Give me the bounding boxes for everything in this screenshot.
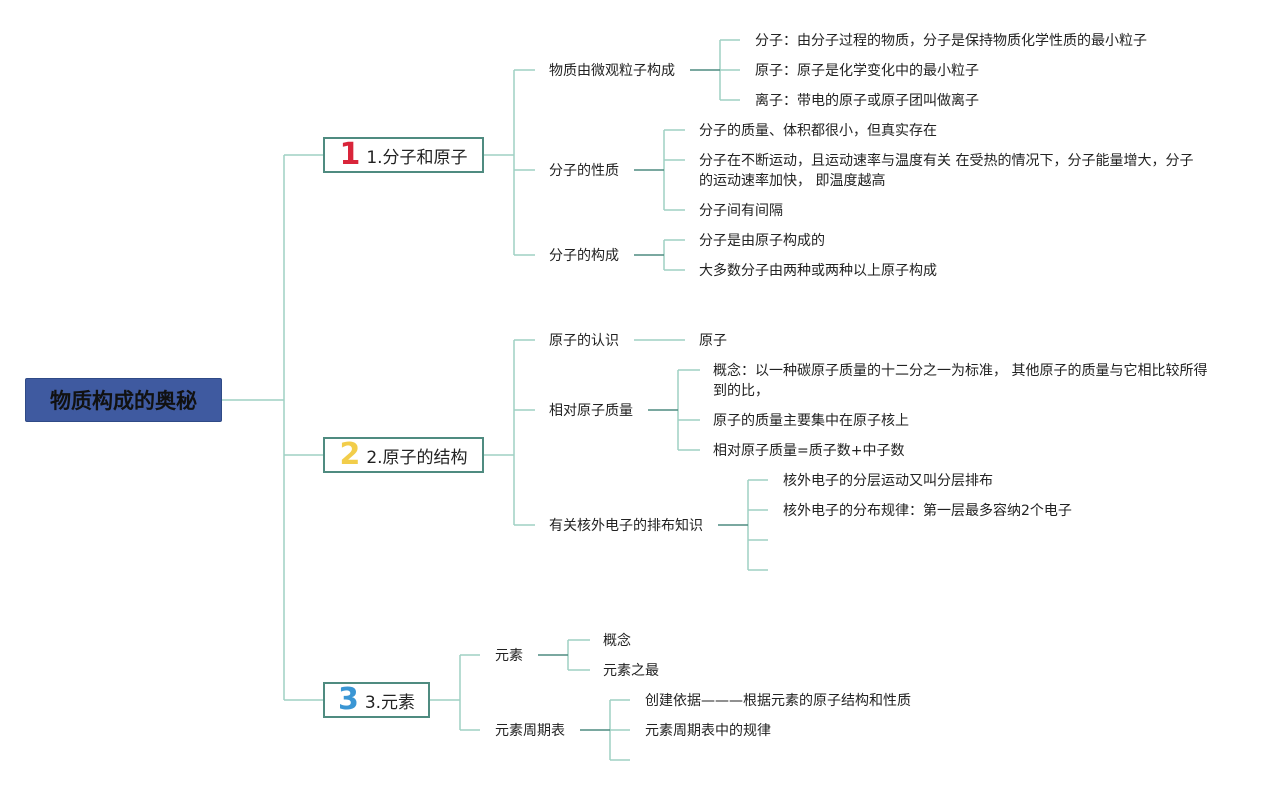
topic-molecules-atoms[interactable]: 1 1.分子和原子 (323, 137, 484, 173)
root-node[interactable]: 物质构成的奥秘 (25, 378, 222, 422)
topic-elements[interactable]: 3 3.元素 (323, 682, 430, 718)
subtopic-molecule-properties[interactable]: 分子的性质 (549, 163, 619, 179)
number-3-icon: 3 (337, 682, 359, 717)
leaf-ion-def[interactable]: 离子：带电的原子或原子团叫做离子 (755, 93, 979, 109)
subtopic-molecule-composition[interactable]: 分子的构成 (549, 248, 619, 264)
leaf-molecule-from-atoms[interactable]: 分子是由原子构成的 (699, 233, 825, 249)
subtopic-element[interactable]: 元素 (495, 648, 523, 664)
leaf-mass-in-nucleus[interactable]: 原子的质量主要集中在原子核上 (713, 413, 909, 429)
topic-label: 1.分子和原子 (366, 147, 468, 168)
number-1-icon: 1 (339, 137, 361, 172)
subtopic-atom-knowledge[interactable]: 原子的认识 (549, 333, 619, 349)
root-label: 物质构成的奥秘 (50, 389, 197, 413)
subtopic-relative-atomic-mass[interactable]: 相对原子质量 (549, 403, 633, 419)
subtopic-periodic-table[interactable]: 元素周期表 (495, 723, 565, 739)
leaf-molecule-def[interactable]: 分子：由分子过程的物质，分子是保持物质化学性质的最小粒子 (755, 33, 1147, 49)
leaf-molecule-motion[interactable]: 分子在不断运动，且运动速率与温度有关 在受热的情况下，分子能量增大，分子的运动速… (699, 153, 1194, 189)
topic-label: 3.元素 (364, 692, 416, 713)
leaf-molecule-multi-atoms[interactable]: 大多数分子由两种或两种以上原子构成 (699, 263, 937, 279)
leaf-atom-def[interactable]: 原子：原子是化学变化中的最小粒子 (755, 63, 979, 79)
subtopic-electron-arrangement[interactable]: 有关核外电子的排布知识 (549, 518, 703, 534)
leaf-element-superlatives[interactable]: 元素之最 (603, 663, 659, 679)
number-2-icon: 2 (339, 437, 361, 472)
leaf-relative-mass-formula[interactable]: 相对原子质量=质子数+中子数 (713, 443, 905, 459)
leaf-molecule-gap[interactable]: 分子间有间隔 (699, 203, 783, 219)
leaf-periodic-basis[interactable]: 创建依据———根据元素的原子结构和性质 (645, 693, 911, 709)
subtopic-microscopic-particles[interactable]: 物质由微观粒子构成 (549, 63, 675, 79)
leaf-electron-rule[interactable]: 核外电子的分布规律：第一层最多容纳2个电子 (783, 503, 1072, 519)
topic-label: 2.原子的结构 (366, 447, 468, 468)
leaf-element-concept[interactable]: 概念 (603, 633, 631, 649)
leaf-electron-layers[interactable]: 核外电子的分层运动又叫分层排布 (783, 473, 993, 489)
topic-atom-structure[interactable]: 2 2.原子的结构 (323, 437, 484, 473)
leaf-periodic-rules[interactable]: 元素周期表中的规律 (645, 723, 771, 739)
leaf-atom[interactable]: 原子 (699, 333, 727, 349)
leaf-relative-mass-concept[interactable]: 概念：以一种碳原子质量的十二分之一为标准， 其他原子的质量与它相比较所得到的比， (713, 363, 1208, 399)
leaf-molecule-small[interactable]: 分子的质量、体积都很小，但真实存在 (699, 123, 937, 139)
